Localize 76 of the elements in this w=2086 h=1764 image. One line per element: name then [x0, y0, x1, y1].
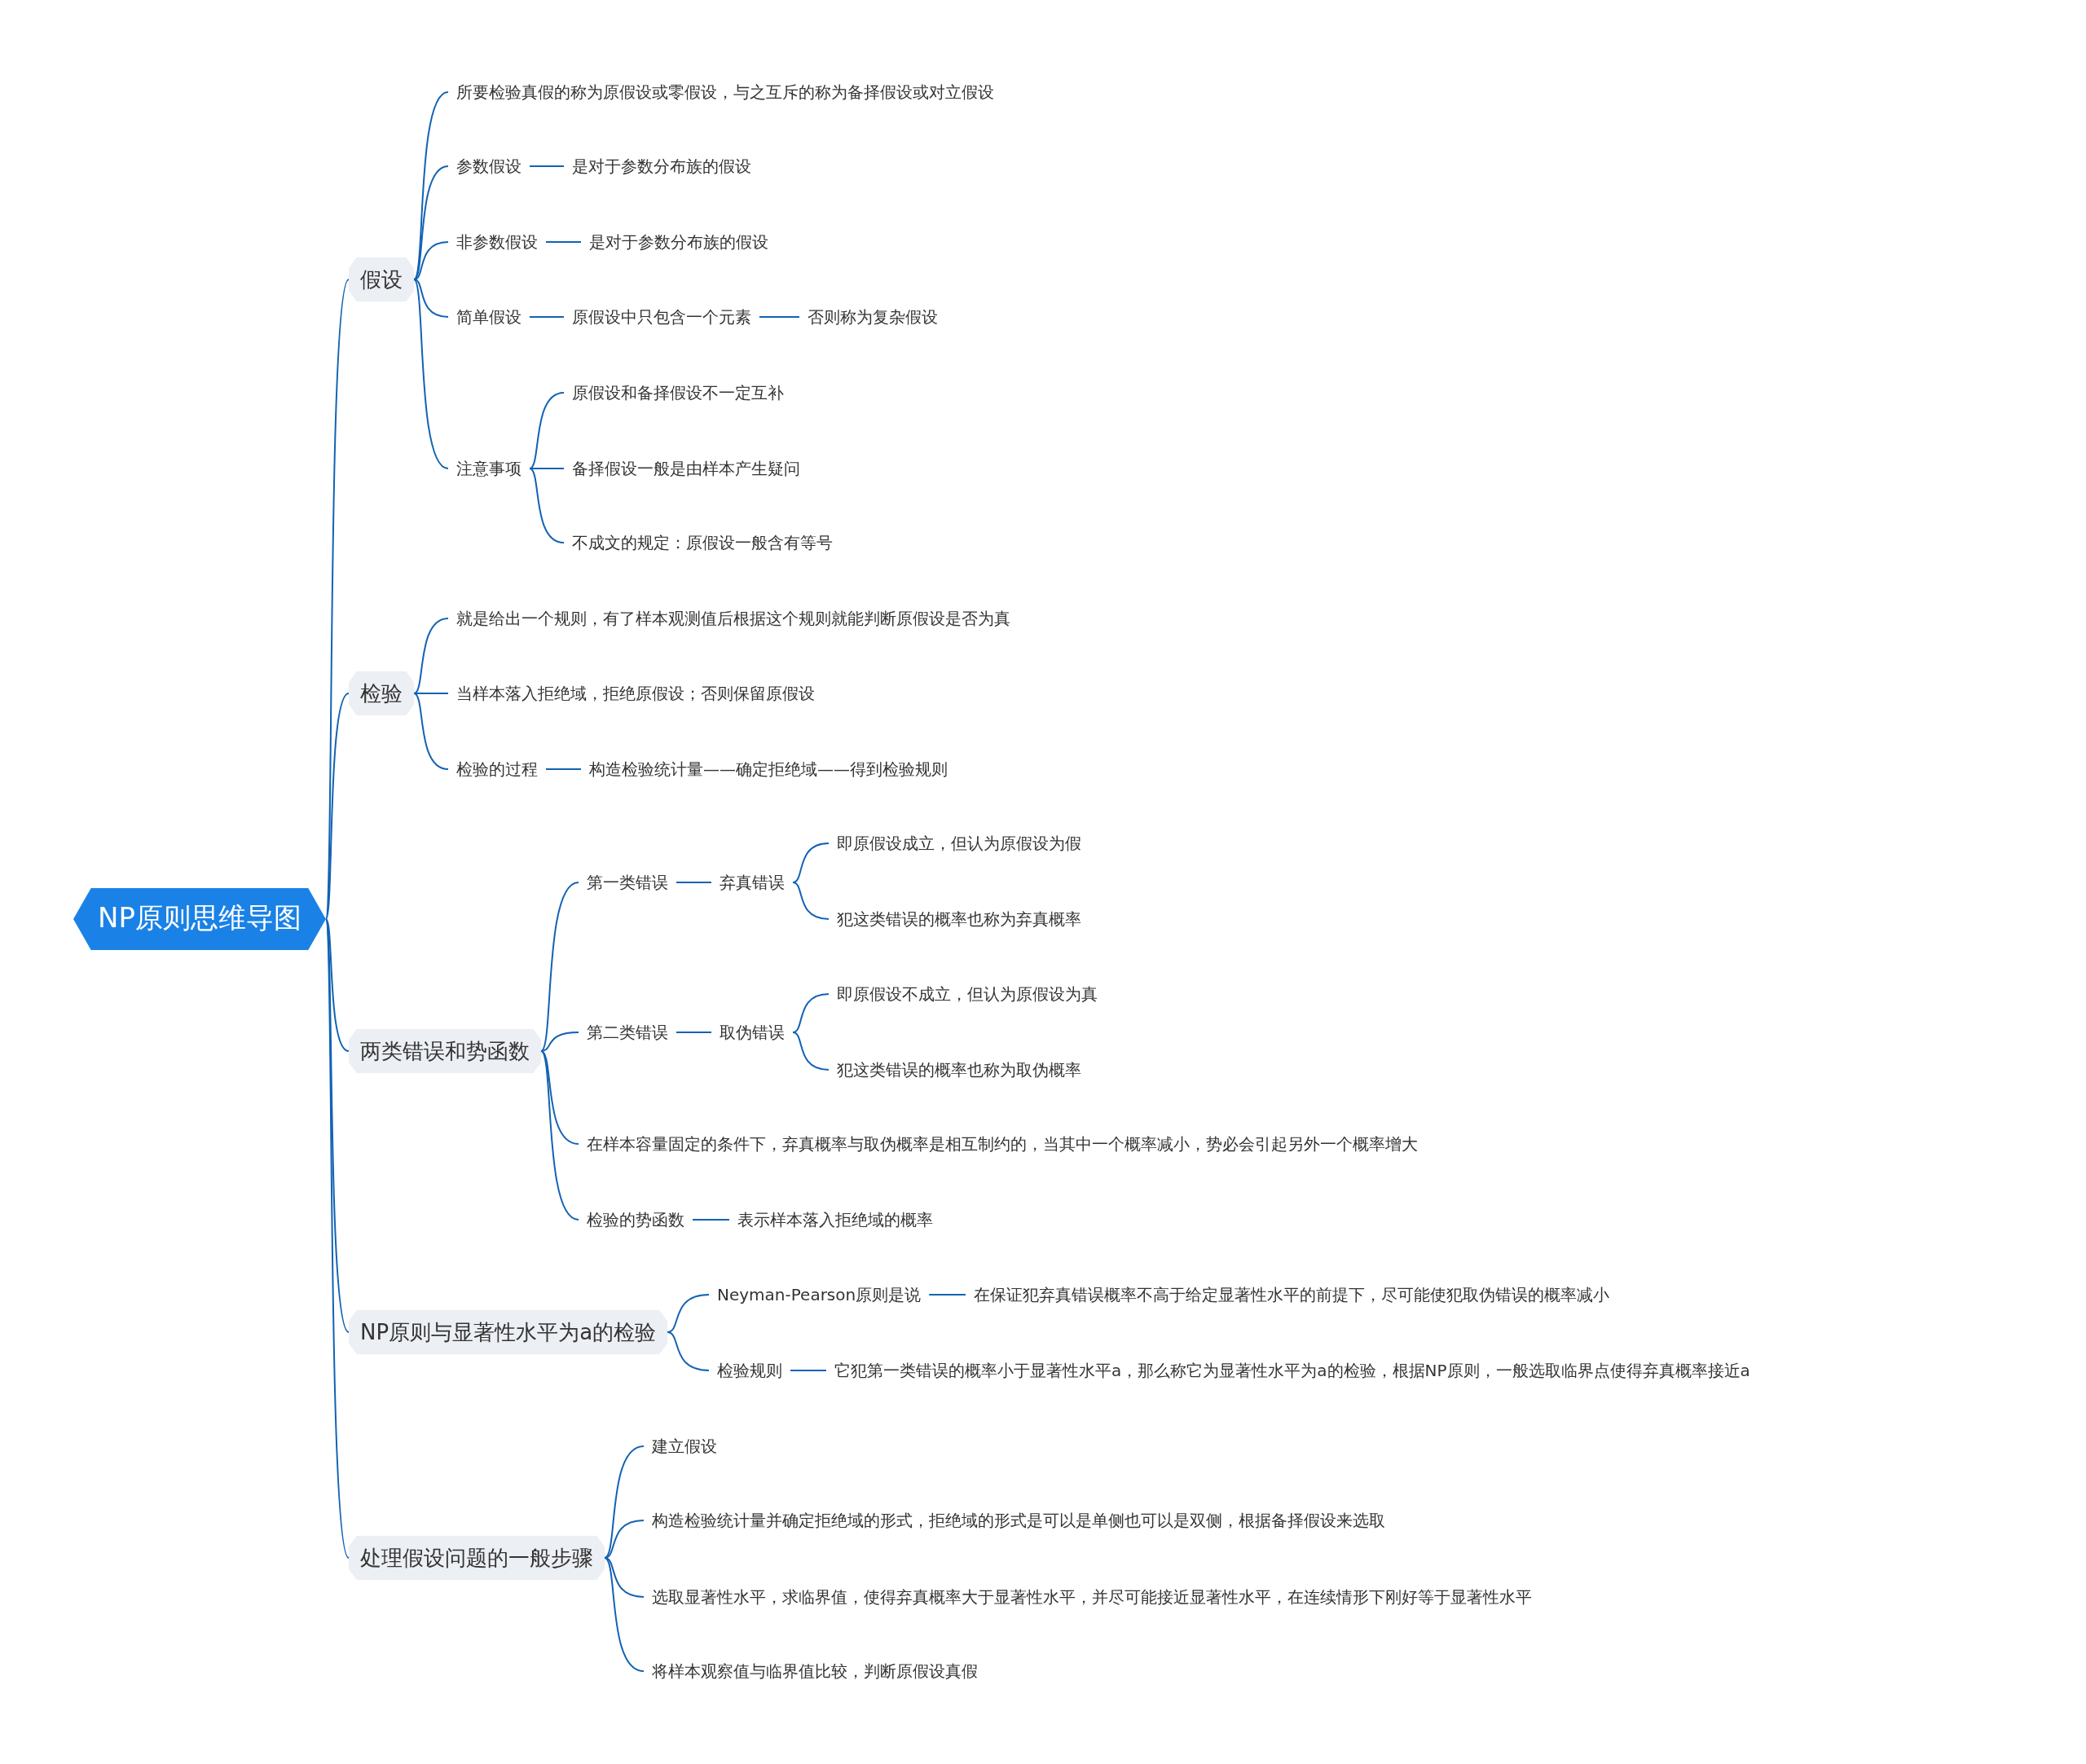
connector-line: [324, 693, 350, 920]
topic-text: 备择假设一般是由样本产生疑问: [564, 454, 808, 483]
topic-text: 就是给出一个规则，有了样本观测值后根据这个规则就能判断原假设是否为真: [448, 604, 1019, 633]
connector-line: [413, 279, 449, 469]
connector-line: [540, 882, 579, 1052]
topic-text: 是对于参数分布族的假设: [564, 152, 759, 181]
topic-text: 检验的势函数: [579, 1205, 693, 1234]
connector-line: [529, 316, 565, 318]
connector-line: [604, 1557, 645, 1672]
connector-line: [413, 693, 449, 694]
connector-line: [413, 693, 449, 770]
topic-text: 当样本落入拒绝域，拒绝原假设；否则保留原假设: [448, 679, 823, 708]
branch-topic: 两类错误和势函数: [349, 1028, 541, 1074]
connector-line: [324, 918, 350, 1052]
topic-text: 是对于参数分布族的假设: [581, 227, 777, 257]
topic-text: 所要检验真假的称为原假设或零假设，与之互斥的称为备择假设或对立假设: [448, 77, 1002, 107]
branch-topic: 处理假设问题的一般步骤: [349, 1535, 605, 1581]
topic-text: 注意事项: [448, 454, 530, 483]
connector-line: [692, 1219, 730, 1221]
topic-text: 犯这类错误的概率也称为弃真概率: [829, 904, 1089, 934]
branch-topic: 假设: [349, 257, 414, 302]
topic-text: 原假设中只包含一个元素: [564, 302, 759, 332]
connector-line: [792, 882, 830, 920]
connector-line: [676, 1032, 712, 1033]
connector-line: [792, 993, 830, 1033]
branch-topic: 检验: [349, 671, 414, 716]
connector-line: [545, 241, 582, 243]
topic-text: 弃真错误: [711, 868, 793, 897]
connector-line: [604, 1520, 645, 1559]
connector-line: [604, 1445, 645, 1559]
connector-line: [667, 1331, 710, 1371]
topic-text: Neyman-Pearson原则是说: [709, 1280, 930, 1309]
connector-line: [413, 618, 449, 694]
connector-line: [792, 1032, 830, 1071]
topic-text: 即原假设成立，但认为原假设为假: [829, 829, 1089, 858]
connector-line: [540, 1050, 579, 1145]
topic-text: 犯这类错误的概率也称为取伪概率: [829, 1055, 1089, 1084]
connector-line: [540, 1050, 579, 1221]
connector-line: [545, 768, 582, 770]
topic-text: 检验规则: [709, 1356, 790, 1385]
topic-text: 检验的过程: [448, 754, 546, 784]
connector-line: [529, 392, 565, 469]
topic-text: 在保证犯弃真错误概率不高于给定显著性水平的前提下，尽可能使犯取伪错误的概率减小: [966, 1280, 1617, 1309]
topic-text: 第二类错误: [579, 1018, 676, 1047]
topic-text: 取伪错误: [711, 1018, 793, 1047]
topic-text: 构造检验统计量并确定拒绝域的形式，拒绝域的形式是可以是单侧也可以是双侧，根据备择假设来选取: [644, 1506, 1393, 1535]
connector-line: [759, 316, 800, 318]
connector-line: [413, 241, 449, 280]
connector-line: [790, 1370, 827, 1371]
connector-line: [529, 468, 565, 543]
topic-text: 构造检验统计量——确定拒绝域——得到检验规则: [581, 754, 956, 784]
topic-text: 即原假设不成立，但认为原假设为真: [829, 979, 1106, 1009]
topic-text: 原假设和备择假设不一定互补: [564, 378, 792, 407]
connector-line: [529, 165, 565, 167]
topic-text: 不成文的规定：原假设一般含有等号: [564, 528, 841, 557]
topic-text: 简单假设: [448, 302, 530, 332]
topic-text: 将样本观察值与临界值比较，判断原假设真假: [644, 1656, 986, 1686]
branch-topic: NP原则与显著性水平为a的检验: [349, 1309, 668, 1355]
connector-line: [413, 279, 449, 318]
topic-text: 它犯第一类错误的概率小于显著性水平a，那么称它为显著性水平为a的检验，根据NP原则，一般选取临界点使得弃真概率接近a: [826, 1356, 1758, 1385]
connector-line: [676, 882, 712, 883]
connector-line: [792, 842, 830, 883]
connector-line: [540, 1032, 579, 1052]
topic-text: 非参数假设: [448, 227, 546, 257]
connector-line: [413, 165, 449, 280]
central-topic: NP原则思维导图: [73, 888, 326, 950]
topic-text: 表示样本落入拒绝域的概率: [729, 1205, 941, 1234]
topic-text: 在样本容量固定的条件下，弃真概率与取伪概率是相互制约的，当其中一个概率减小，势必会引起另外一个概率增大: [579, 1129, 1426, 1159]
connector-line: [604, 1557, 645, 1598]
topic-text: 否则称为复杂假设: [799, 302, 946, 332]
connector-line: [529, 468, 565, 469]
topic-text: 选取显著性水平，求临界值，使得弃真概率大于显著性水平，并尽可能接近显著性水平，在连续情形下刚好等于显著性水平: [644, 1582, 1540, 1612]
topic-text: 第一类错误: [579, 868, 676, 897]
topic-text: 建立假设: [644, 1432, 725, 1461]
topic-text: 参数假设: [448, 152, 530, 181]
connector-line: [928, 1294, 966, 1296]
